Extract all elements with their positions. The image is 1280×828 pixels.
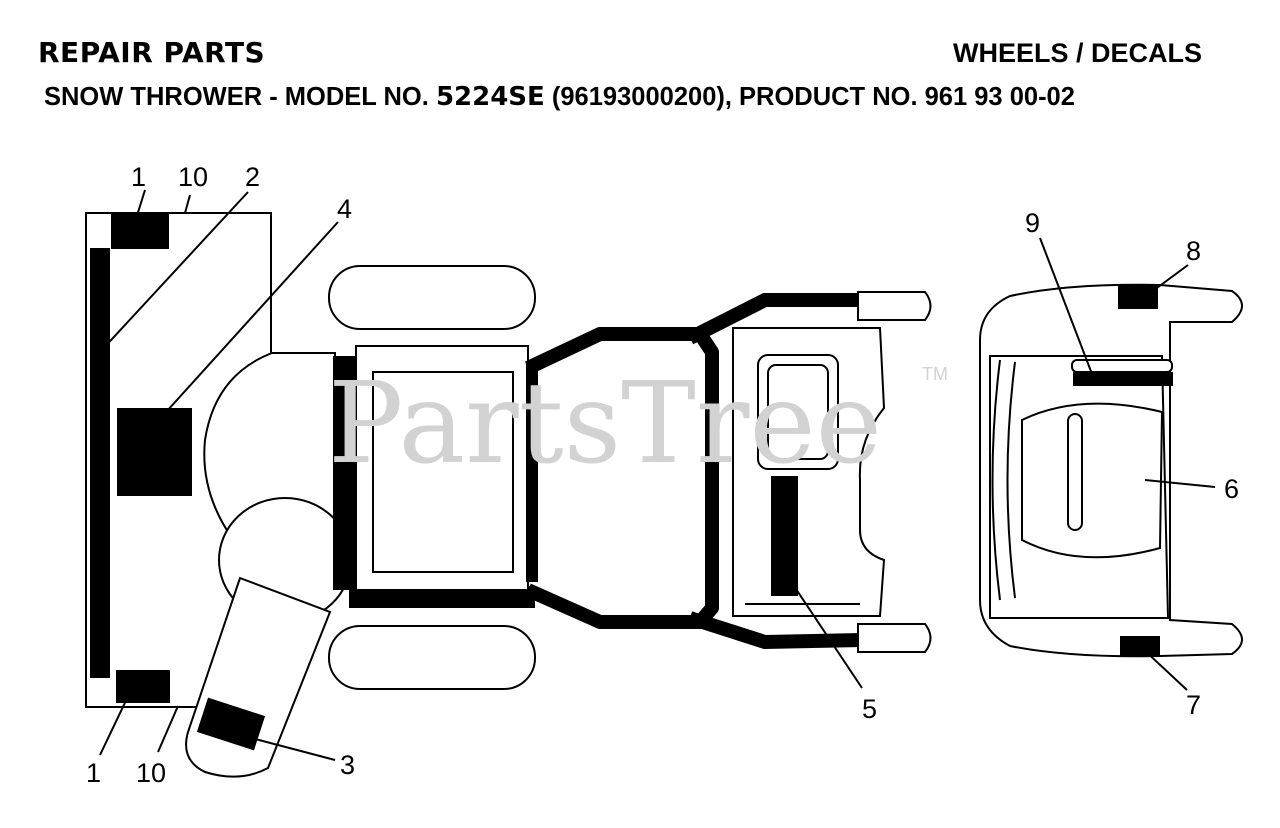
wheel-bottom [328,625,536,690]
decal-control-panel [771,476,798,596]
subtitle-prefix: SNOW THROWER - MODEL NO. [44,83,436,111]
watermark: PartsTree TM [328,359,948,489]
decal-grip-bottom [1120,636,1160,656]
watermark-trademark: TM [922,364,948,384]
engine-frame [333,293,863,650]
housing-decal-strip [90,248,110,678]
section-title: WHEELS / DECALS [952,38,1202,68]
model-number: 5224SE [435,82,545,112]
wheel-top [328,265,536,330]
handle-grips [857,291,932,653]
page-title: REPAIR PARTS [38,36,266,69]
decal-grip-top [1118,285,1158,309]
wheels [328,265,536,690]
callout-6: 6 [1224,474,1239,504]
callouts: 1 10 2 4 9 8 6 5 7 3 1 10 [86,162,1239,788]
callout-8: 8 [1186,236,1201,266]
leader-lines [99,189,1216,761]
decal-top-corner [111,214,169,249]
dash-assembly [979,283,1243,658]
callout-1-bottom: 1 [86,758,101,788]
callout-1-top: 1 [131,162,146,192]
decal-housing-center [117,408,192,496]
callout-10-bottom: 10 [136,758,166,788]
model-subtitle: SNOW THROWER - MODEL NO. 5224SE (9619300… [44,82,1075,112]
subtitle-suffix: (96193000200), PRODUCT NO. 961 93 00-02 [544,83,1075,111]
callout-2: 2 [245,162,260,192]
callout-10-top: 10 [178,162,208,192]
callout-5: 5 [862,694,877,724]
decal-dash [1073,372,1173,386]
control-panel [732,327,886,617]
callout-3: 3 [340,750,355,780]
chute-assembly [185,352,352,778]
watermark-text: PartsTree [328,359,882,489]
dash-panel [1021,402,1164,559]
callout-7: 7 [1186,690,1201,720]
callout-4: 4 [337,194,352,224]
callout-9: 9 [1025,208,1040,238]
decal-bottom-corner [116,670,170,703]
